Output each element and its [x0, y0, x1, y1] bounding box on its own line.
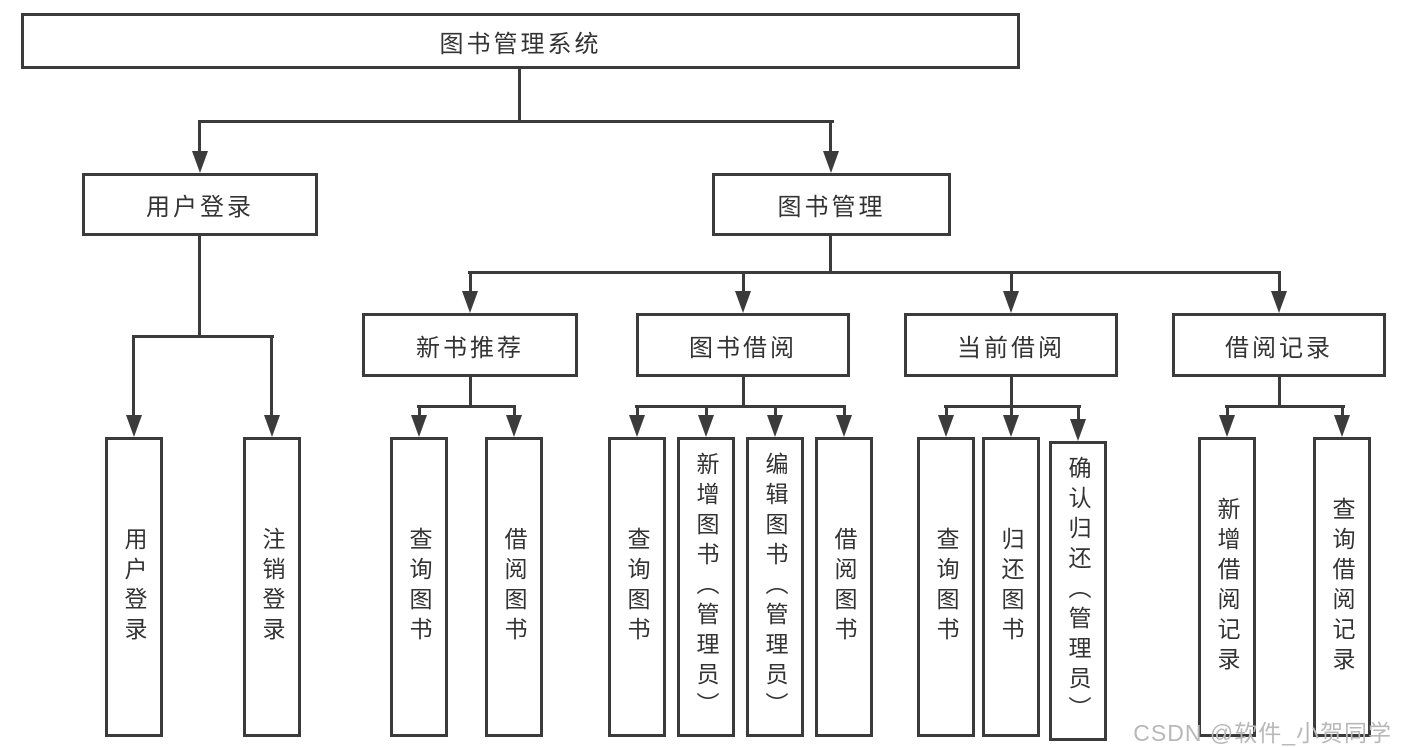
csdn-watermark: CSDN @软件_小贺同学: [1133, 720, 1392, 746]
leaf-logout-label: 注销登录: [259, 527, 285, 647]
leaf-query-book-recommend-label: 查询图书: [406, 527, 432, 647]
leaf-query-borrow-record-label: 查询借阅记录: [1329, 497, 1355, 677]
node-new-book-recommend: 新书推荐: [362, 313, 578, 377]
connector-line: [1278, 377, 1281, 408]
node-borrow-records: 借阅记录: [1172, 313, 1386, 377]
leaf-query-book-current-label: 查询图书: [933, 527, 959, 647]
connector-line: [270, 335, 273, 420]
leaf-confirm-return-admin: 确认归还（管理员）: [1049, 441, 1107, 741]
leaf-borrow-book: 借阅图书: [815, 437, 873, 737]
connector-line: [132, 335, 274, 338]
arrow-down-icon: [735, 291, 751, 313]
arrow-down-icon: [938, 415, 954, 437]
connector-line: [469, 377, 472, 408]
connector-line: [469, 271, 472, 297]
connector-line: [1010, 271, 1013, 297]
connector-line: [198, 120, 201, 158]
node-book-management-label: 图书管理: [777, 194, 886, 221]
connector-line: [198, 236, 201, 338]
node-book-management: 图书管理: [712, 173, 951, 236]
connector-line: [1278, 271, 1281, 297]
arrow-down-icon: [264, 415, 280, 437]
connector-line: [1010, 405, 1013, 421]
arrow-down-icon: [1271, 291, 1287, 313]
node-root: 图书管理系统: [21, 13, 1020, 69]
arrow-down-icon: [411, 415, 427, 437]
node-current-borrow: 当前借阅: [904, 313, 1118, 377]
node-user-login: 用户登录: [82, 173, 318, 236]
arrow-down-icon: [1003, 415, 1019, 437]
leaf-edit-book-admin-label: 编辑图书（管理员）: [762, 452, 788, 722]
connector-line: [636, 405, 639, 421]
connector-line: [1077, 405, 1080, 421]
arrow-down-icon: [836, 415, 852, 437]
connector-line: [518, 69, 521, 122]
leaf-borrow-book-recommend-label: 借阅图书: [501, 527, 527, 647]
leaf-edit-book-admin: 编辑图书（管理员）: [746, 437, 804, 737]
connector-line: [742, 377, 745, 408]
arrow-down-icon: [698, 415, 714, 437]
connector-line: [829, 236, 832, 274]
leaf-return-book-label: 归还图书: [998, 527, 1024, 647]
node-book-borrow: 图书借阅: [636, 313, 850, 377]
leaf-add-book-admin: 新增图书（管理员）: [677, 437, 735, 737]
connector-line: [1225, 405, 1345, 408]
node-current-borrow-label: 当前借阅: [957, 334, 1065, 362]
connector-line: [843, 405, 846, 421]
node-new-book-recommend-label: 新书推荐: [416, 334, 524, 362]
arrow-down-icon: [1219, 415, 1235, 437]
connector-line: [705, 405, 708, 421]
leaf-return-book: 归还图书: [982, 437, 1040, 737]
connector-line: [1010, 377, 1013, 408]
connector-line: [468, 271, 1281, 274]
connector-line: [742, 271, 745, 297]
arrow-down-icon: [767, 415, 783, 437]
connector-line: [418, 405, 421, 421]
leaf-query-borrow-record: 查询借阅记录: [1313, 437, 1371, 737]
connector-line: [417, 405, 516, 408]
leaf-query-book-borrow: 查询图书: [608, 437, 666, 737]
leaf-user-login: 用户登录: [105, 437, 163, 737]
arrow-down-icon: [1070, 419, 1086, 441]
leaf-borrow-book-recommend: 借阅图书: [485, 437, 543, 737]
connector-line: [1341, 405, 1344, 421]
leaf-user-login-label: 用户登录: [121, 527, 147, 647]
arrow-down-icon: [126, 415, 142, 437]
connector-line: [774, 405, 777, 421]
arrow-down-icon: [192, 151, 208, 173]
connector-line: [829, 120, 832, 158]
arrow-down-icon: [1003, 291, 1019, 313]
leaf-borrow-book-label: 借阅图书: [831, 527, 857, 647]
arrow-down-icon: [1334, 415, 1350, 437]
connector-line: [513, 405, 516, 421]
arrow-down-icon: [823, 151, 839, 173]
connector-line: [635, 405, 846, 408]
leaf-add-borrow-record-label: 新增借阅记录: [1214, 497, 1240, 677]
connector-line: [1226, 405, 1229, 421]
leaf-confirm-return-admin-label: 确认归还（管理员）: [1065, 456, 1091, 726]
connector-line: [945, 405, 948, 421]
arrow-down-icon: [462, 291, 478, 313]
leaf-add-borrow-record: 新增借阅记录: [1198, 437, 1256, 737]
leaf-logout: 注销登录: [243, 437, 301, 737]
leaf-query-book-borrow-label: 查询图书: [624, 527, 650, 647]
node-user-login-label: 用户登录: [146, 194, 254, 221]
node-book-borrow-label: 图书借阅: [689, 334, 797, 362]
connector-line: [198, 120, 834, 123]
connector-line: [132, 335, 135, 420]
node-root-label: 图书管理系统: [439, 30, 602, 58]
leaf-add-book-admin-label: 新增图书（管理员）: [693, 452, 719, 722]
leaf-query-book-current: 查询图书: [917, 437, 975, 737]
node-borrow-records-label: 借阅记录: [1225, 334, 1333, 362]
arrow-down-icon: [629, 415, 645, 437]
arrow-down-icon: [506, 415, 522, 437]
leaf-query-book-recommend: 查询图书: [390, 437, 448, 737]
